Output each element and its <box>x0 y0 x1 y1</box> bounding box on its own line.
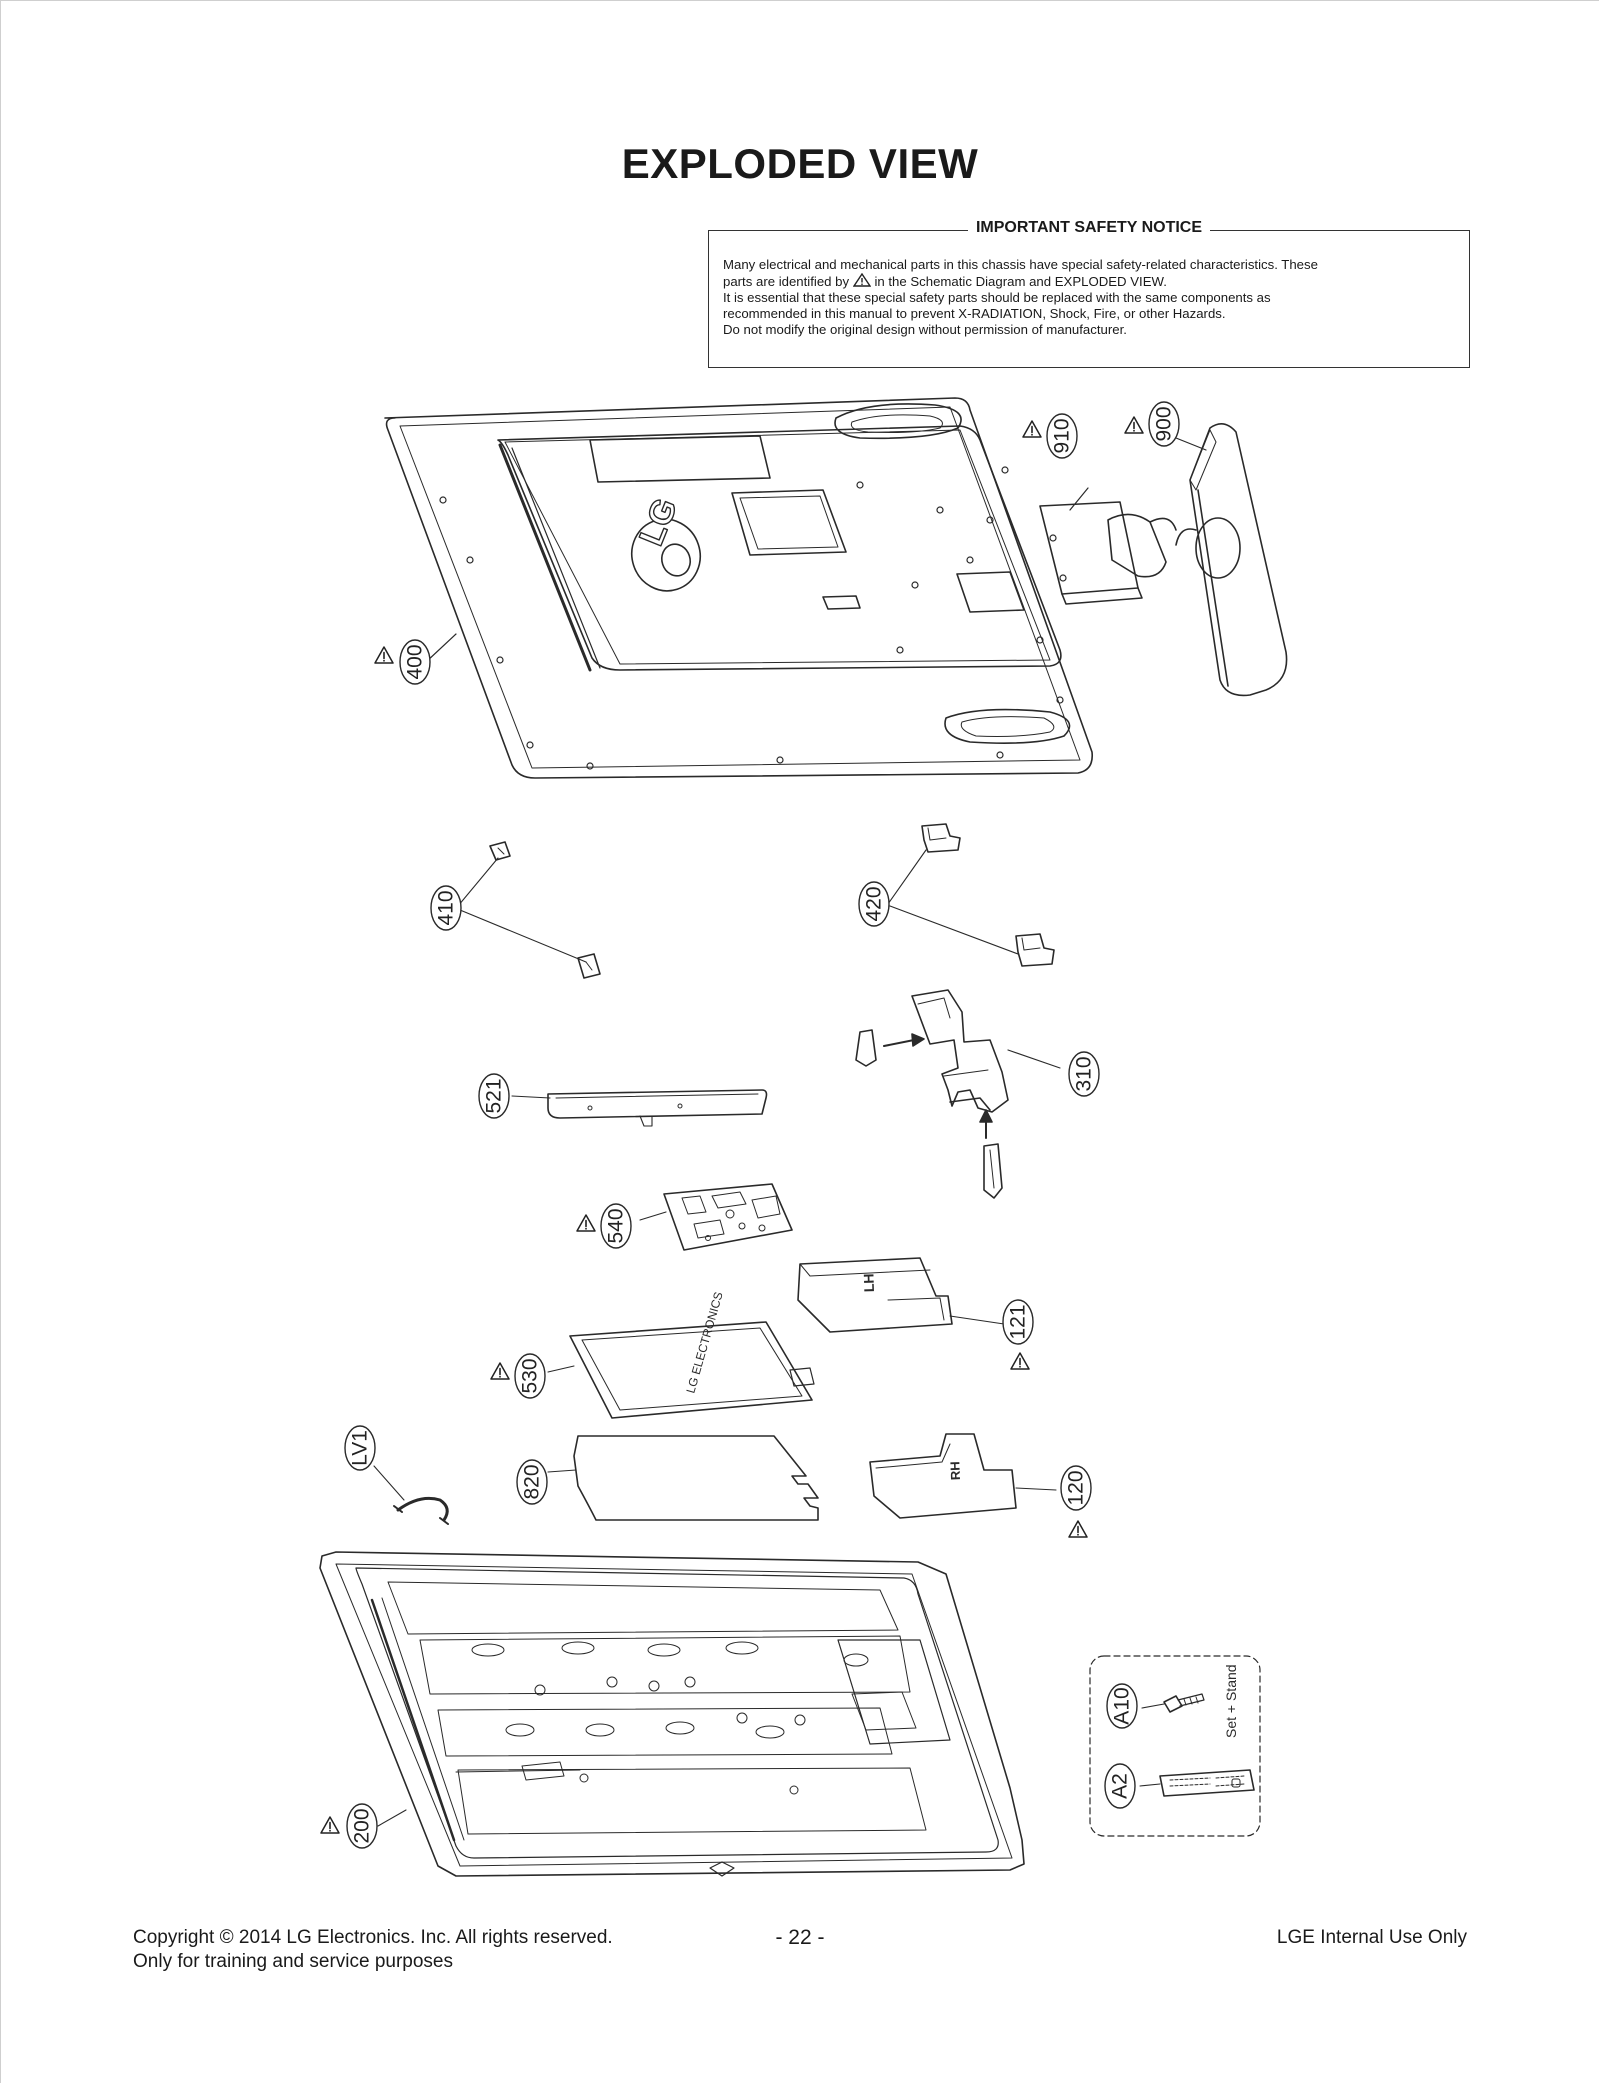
screw-a10 <box>1163 1693 1205 1713</box>
callout-121: 121 <box>1002 1299 1034 1345</box>
accessory-box: Set + Stand <box>1089 1655 1261 1837</box>
svg-text:RH: RH <box>947 1461 963 1480</box>
callout-a10: A10 <box>1106 1683 1138 1729</box>
callout-lv1: LV1 <box>344 1425 376 1471</box>
stand-body-910 <box>1039 501 1177 605</box>
frame-module-200 <box>319 1551 1025 1877</box>
warning-icon-540 <box>576 1214 596 1232</box>
svg-text:420: 420 <box>863 886 886 921</box>
leader-lv1 <box>373 1465 405 1501</box>
remote-a2 <box>1159 1769 1255 1797</box>
callout-420: 420 <box>858 881 890 927</box>
callout-310: 310 <box>1068 1051 1100 1097</box>
svg-text:200: 200 <box>351 1808 374 1843</box>
speaker-120: RH <box>869 1433 1017 1519</box>
leader-121 <box>949 1315 1005 1325</box>
arrow-310-left <box>883 1033 925 1047</box>
callout-530: 530 <box>514 1353 546 1399</box>
safety-notice-heading: IMPORTANT SAFETY NOTICE <box>967 219 1211 236</box>
leader-310 <box>1007 1049 1061 1069</box>
callout-410: 410 <box>430 885 462 931</box>
leader-900 <box>1175 437 1207 451</box>
leader-400 <box>425 633 457 663</box>
svg-text:LH: LH <box>860 1273 877 1292</box>
frame-bracket-310 <box>855 989 1009 1199</box>
callout-900: 900 <box>1148 401 1180 447</box>
svg-text:A10: A10 <box>1111 1687 1134 1724</box>
page-number: - 22 - <box>775 1926 825 1949</box>
svg-text:410: 410 <box>435 890 458 925</box>
main-board-540 <box>663 1183 793 1251</box>
warning-icon-910 <box>1022 420 1042 438</box>
warning-triangle-icon <box>852 273 871 287</box>
warning-icon-900 <box>1124 416 1144 434</box>
callout-910: 910 <box>1046 413 1078 459</box>
leader-521 <box>511 1095 551 1099</box>
warning-icon-120 <box>1068 1520 1088 1538</box>
cable-lv1 <box>393 1496 449 1525</box>
warning-icon-530 <box>490 1362 510 1380</box>
leader-820 <box>547 1469 577 1473</box>
svg-text:LV1: LV1 <box>349 1430 372 1466</box>
callout-521: 521 <box>478 1073 510 1119</box>
leader-540 <box>639 1211 667 1221</box>
leader-200 <box>377 1809 407 1827</box>
warning-icon-121 <box>1010 1352 1030 1370</box>
footer-left: Copyright © 2014 LG Electronics. Inc. Al… <box>133 1926 613 1974</box>
set-stand-label: Set + Stand <box>1223 1664 1239 1738</box>
notice-line-3: It is essential that these special safet… <box>723 290 1271 305</box>
footer-copyright: Copyright © 2014 LG Electronics. Inc. Al… <box>133 1927 613 1948</box>
bracket-410 <box>457 841 601 979</box>
svg-text:310: 310 <box>1073 1056 1096 1091</box>
safety-notice-body: Many electrical and mechanical parts in … <box>723 257 1455 338</box>
back-cover-400: LG <box>384 397 1094 779</box>
notice-line-2: parts are identified by in the Schematic… <box>723 273 1167 289</box>
notice-line-5: Do not modify the original design withou… <box>723 322 1127 337</box>
sheet-820 <box>573 1435 819 1521</box>
leader-530 <box>547 1365 575 1373</box>
bracket-420 <box>887 823 1055 967</box>
leader-910 <box>1069 487 1089 511</box>
svg-text:LG ELECTRONICS: LG ELECTRONICS <box>683 1290 725 1395</box>
arrow-310-up <box>979 1109 993 1139</box>
callout-a2: A2 <box>1104 1763 1136 1809</box>
page-title: EXPLODED VIEW <box>621 140 979 187</box>
svg-text:120: 120 <box>1065 1470 1088 1505</box>
callout-120: 120 <box>1060 1465 1092 1511</box>
strip-521 <box>547 1089 768 1127</box>
footer-training-note: Only for training and service purposes <box>133 1951 453 1972</box>
warning-icon-200 <box>320 1816 340 1834</box>
svg-text:521: 521 <box>483 1078 506 1113</box>
callout-820: 820 <box>516 1459 548 1505</box>
svg-text:400: 400 <box>404 644 427 679</box>
callout-540: 540 <box>600 1203 632 1249</box>
footer-internal-use: LGE Internal Use Only <box>1276 1927 1467 1948</box>
svg-text:121: 121 <box>1007 1304 1030 1339</box>
svg-text:900: 900 <box>1153 406 1176 441</box>
svg-text:540: 540 <box>605 1208 628 1243</box>
speaker-121: LH <box>797 1257 953 1333</box>
svg-text:910: 910 <box>1051 418 1074 453</box>
notice-line-4: recommended in this manual to prevent X-… <box>723 306 1226 321</box>
callout-200: 200 <box>346 1803 378 1849</box>
svg-text:530: 530 <box>519 1358 542 1393</box>
safety-notice-box: IMPORTANT SAFETY NOTICE Many electrical … <box>708 219 1470 368</box>
warning-icon-400 <box>374 646 394 664</box>
leader-120 <box>1015 1487 1057 1491</box>
lg-logo-text: LG <box>632 493 685 551</box>
callout-400: 400 <box>399 639 431 685</box>
svg-text:820: 820 <box>521 1464 544 1499</box>
power-board-530: LG ELECTRONICS <box>569 1290 815 1419</box>
stand-base-900 <box>1175 423 1288 697</box>
svg-text:A2: A2 <box>1109 1773 1132 1799</box>
notice-line-1: Many electrical and mechanical parts in … <box>723 257 1318 272</box>
